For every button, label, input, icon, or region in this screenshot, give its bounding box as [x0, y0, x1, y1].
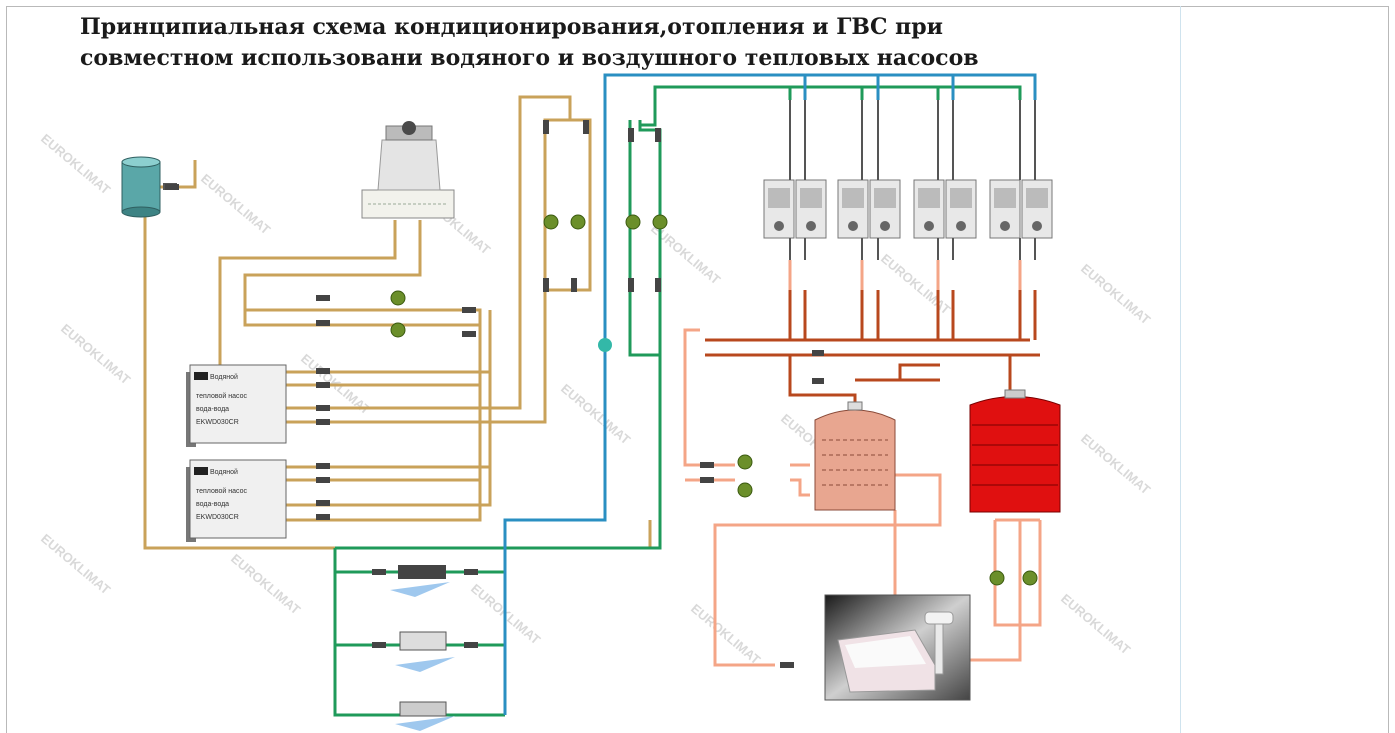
- air-heat-pump-pair-2: [837, 179, 901, 239]
- heat-pump-unit-1: Водяной тепловой насос вода-вода EKWD030…: [186, 364, 287, 447]
- bathroom-illustration: [824, 594, 971, 701]
- watermark: EUROKLIMAT: [688, 601, 763, 668]
- unit1-label-line3: вода-вода: [196, 406, 229, 413]
- unit2-label-line3: вода-вода: [196, 501, 229, 508]
- unit1-label-line1: Водяной: [210, 373, 238, 381]
- expansion-tank: [121, 156, 177, 218]
- module-pipe-stubs: [789, 100, 1036, 260]
- supply-loop-pipes: [503, 73, 1037, 715]
- dhw-storage-tank: [814, 401, 896, 511]
- cooling-tower: [361, 121, 455, 219]
- watermark: EUROKLIMAT: [1078, 431, 1153, 498]
- unit1-label-line4: EKWD030CR: [196, 419, 239, 426]
- fan-coil-unit-2: [395, 631, 455, 672]
- air-heat-pump-modules: [763, 179, 1053, 239]
- buffer-tank: [969, 389, 1061, 513]
- unit2-label-line1: Водяной: [210, 468, 238, 476]
- air-heat-pump-pair-1: [763, 179, 827, 239]
- heat-pump-unit-2: Водяной тепловой насос вода-вода EKWD030…: [186, 459, 287, 542]
- unit2-label-line4: EKWD030CR: [196, 514, 239, 521]
- fan-coil-units: [390, 565, 455, 731]
- fan-coil-unit-1: [390, 565, 450, 597]
- right-margin-divider: [1180, 6, 1181, 733]
- unit2-label-line2: тепловой насос: [196, 487, 247, 495]
- heating-loop-pipes: [705, 290, 1040, 405]
- watermark: EUROKLIMAT: [198, 171, 273, 238]
- watermark: EUROKLIMAT: [38, 131, 113, 198]
- watermark: EUROKLIMAT: [38, 531, 113, 598]
- junction-node: [598, 338, 612, 352]
- title-line-1: Принципиальная схема кондиционирования,о…: [80, 14, 943, 40]
- watermark: EUROKLIMAT: [1078, 261, 1153, 328]
- page-title: Принципиальная схема кондиционирования,о…: [80, 12, 1180, 74]
- figure-frame: [6, 6, 1389, 733]
- unit1-label-line2: тепловой насос: [196, 392, 247, 400]
- fan-coil-unit-3: [395, 701, 455, 731]
- watermark: EUROKLIMAT: [558, 381, 633, 448]
- watermark: EUROKLIMAT: [1058, 591, 1133, 658]
- title-line-2: совместном использовани водяного и возду…: [80, 45, 979, 71]
- watermark: EUROKLIMAT: [228, 551, 303, 618]
- air-heat-pump-pair-4: [989, 179, 1053, 239]
- pump-group-ground: [390, 214, 1038, 586]
- watermark: EUROKLIMAT: [878, 251, 953, 318]
- valve-markers: [165, 120, 824, 668]
- air-heat-pump-pair-3: [913, 179, 977, 239]
- watermark: EUROKLIMAT: [58, 321, 133, 388]
